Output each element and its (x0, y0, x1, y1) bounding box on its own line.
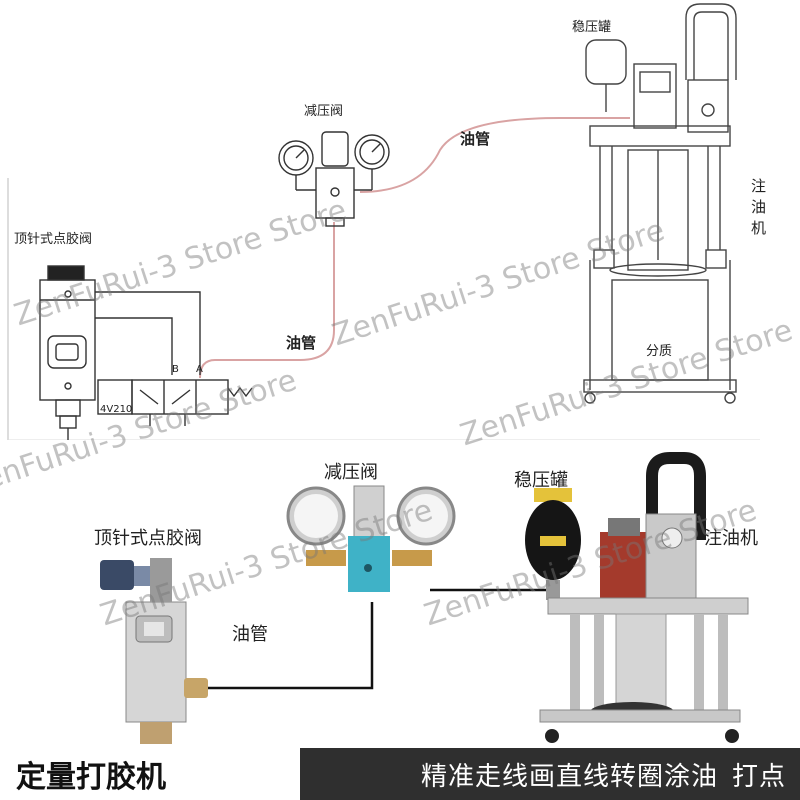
tank-label: 分质 (646, 344, 673, 359)
oil-pipe-label-top-1: 油管 (460, 130, 491, 148)
pressure-reducer-photo (286, 485, 456, 592)
footer-title: 定量打胶机 (0, 748, 300, 800)
schematic-drawing (7, 3, 760, 440)
oil-pipe-black (208, 588, 560, 690)
injector-label: 注油机 (704, 528, 758, 549)
port-a-label: A (196, 364, 203, 375)
port-b-label: B (172, 364, 179, 375)
footer-slogan-tail: 打点 (731, 761, 786, 792)
footer-slogan: 精准走线画直线转圈涂油 (420, 761, 718, 792)
injector-label-top: 注油机 (749, 178, 767, 241)
pressure-reducer-drawing (278, 131, 390, 227)
dispense-valve-label: 顶针式点胶阀 (94, 528, 202, 549)
oil-pipe-label: 油管 (232, 624, 268, 645)
solenoid-model-label: 4V210 (100, 404, 133, 415)
accumulator-label: 稳压罐 (514, 470, 568, 491)
injector-machine-photo (539, 452, 749, 743)
pressure-reducer-label-top: 减压阀 (304, 104, 344, 119)
footer-slogan-bar: 精准走线画直线转圈涂油 打点 (300, 748, 800, 800)
photo-illustration (100, 452, 749, 744)
accumulator-photo (525, 488, 581, 600)
dispense-valve-label-top: 顶针式点胶阀 (14, 232, 93, 247)
dispense-valve-photo (100, 558, 208, 744)
pressure-reducer-label: 减压阀 (324, 462, 378, 483)
accumulator-label-top: 稳压罐 (572, 20, 612, 35)
solenoid-valve-drawing (97, 379, 253, 426)
oil-pipe-label-top-2: 油管 (286, 334, 317, 352)
footer-banner: 定量打胶机 精准走线画直线转圈涂油 打点 (0, 748, 800, 800)
oil-pipe-red (199, 117, 630, 379)
dispense-valve-drawing (39, 265, 201, 440)
injector-machine-drawing (583, 3, 737, 404)
